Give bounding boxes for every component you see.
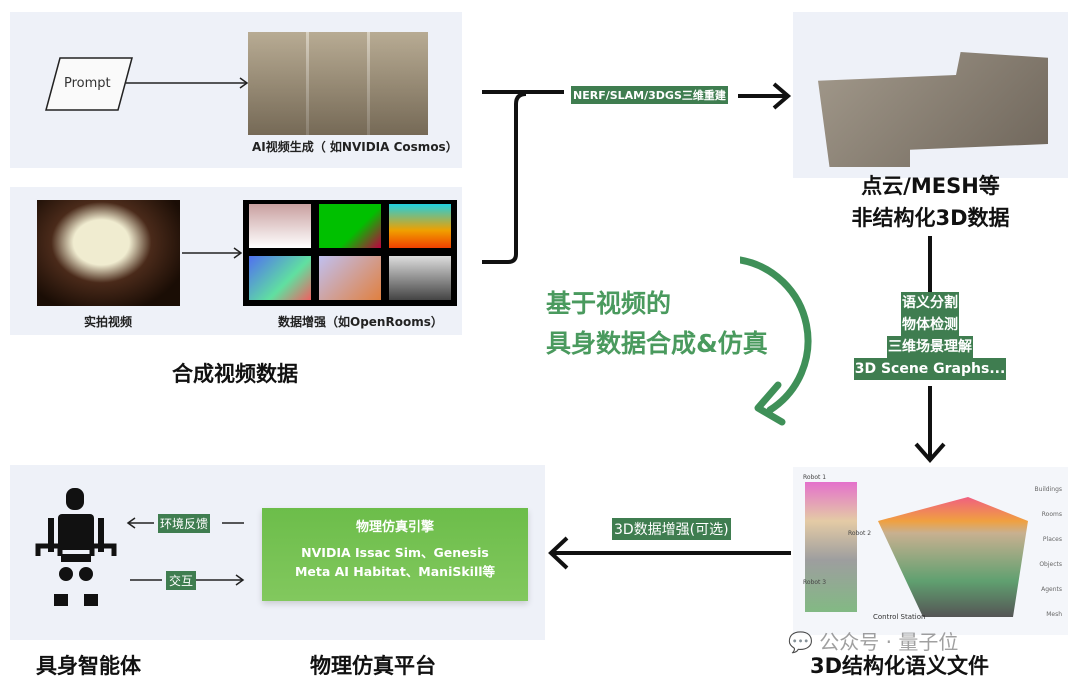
synthetic-video-title: 合成视频数据 [172,362,298,386]
semantic-file-title: 3D结构化语义文件 [810,654,990,678]
feedback-label: 环境反馈 [158,514,211,533]
agent-title: 具身智能体 [36,654,141,678]
sim-engine-box: 物理仿真引擎 NVIDIA Issac Sim、Genesis Meta AI … [262,508,528,601]
reconstruction-label: NERF/SLAM/3DGS三维重建 [571,86,728,104]
center-title-line-2: 具身数据合成&仿真 [546,329,768,358]
robot-label: Robot 3 [803,579,827,586]
pointcloud-title-2: 非结构化3D数据 [851,206,1010,230]
feedback-arrow-icon [126,517,244,529]
openrooms-augment-image [243,200,457,306]
robot-label: Robot 1 [803,474,827,481]
semantic-tile [319,204,381,248]
sim-engine-title: 物理仿真引擎 [355,520,434,535]
arrow-down-icon [914,386,946,464]
pointcloud-title-1: 点云/MESH等 [861,174,1000,198]
step-semantic-segmentation: 语义分割 [901,292,959,314]
point-cloud-image [793,12,1068,178]
processing-steps: 语义分割 物体检测 三维场景理解 3D Scene Graphs... [845,292,1015,380]
interact-arrow-icon [130,574,245,586]
layer-label: Objects [1039,561,1062,568]
watermark: 💬 公众号 · 量子位 [788,626,958,655]
augment-caption: 数据增强（如OpenRooms） [278,315,443,329]
ai-video-caption: AI视频生成（ 如NVIDIA Cosmos） [252,140,458,154]
merge-bracket [482,90,564,264]
layer-label: Mesh [1046,611,1062,618]
arrow-right-icon [738,82,792,110]
connector-line [928,236,932,292]
normal-tile [249,256,311,300]
arrow-right-icon [126,77,249,89]
point-cloud-shape [818,52,1048,167]
layer-label: Places [1042,536,1062,543]
control-station-label: Control Station [873,613,926,621]
scene-graph-main [878,497,1028,617]
center-title: 基于视频的 具身数据合成&仿真 [546,284,768,364]
robot-label: Robot 2 [848,530,872,537]
step-3d-scene-graphs: 3D Scene Graphs... [853,358,1007,380]
wechat-icon: 💬 [788,630,813,654]
prompt-label: Prompt [64,76,111,91]
cycle-arrow-icon [740,256,812,426]
augment-3d-label: 3D数据增强(可选) [612,518,731,540]
rendered-image-tile [249,204,311,248]
albedo-tile [319,256,381,300]
layer-label: Rooms [1041,511,1062,518]
interact-label: 交互 [166,571,197,590]
depth-tile [389,204,451,248]
step-object-detection: 物体检测 [901,314,959,336]
real-video-caption: 实拍视频 [84,315,133,329]
center-title-line-1: 基于视频的 [546,289,672,318]
bedroom-photo-image [37,200,180,306]
prompt-parallelogram [45,57,133,111]
robot-icon [35,488,117,606]
step-3d-scene-understanding: 三维场景理解 [887,336,973,358]
scene-graph-robots [805,482,857,612]
layer-label: Buildings [1034,486,1062,493]
arrow-left-icon [548,536,791,570]
sim-engine-line-2: Meta AI Habitat、ManiSkill等 [294,564,496,579]
arrow-right-icon [182,247,243,259]
watermark-text: 公众号 · 量子位 [819,630,959,654]
platform-title: 物理仿真平台 [310,654,436,678]
sim-engine-line-1: NVIDIA Issac Sim、Genesis [301,545,489,560]
layer-label: Agents [1041,586,1062,593]
roughness-tile [389,256,451,300]
ai-video-frames-image [248,32,428,135]
